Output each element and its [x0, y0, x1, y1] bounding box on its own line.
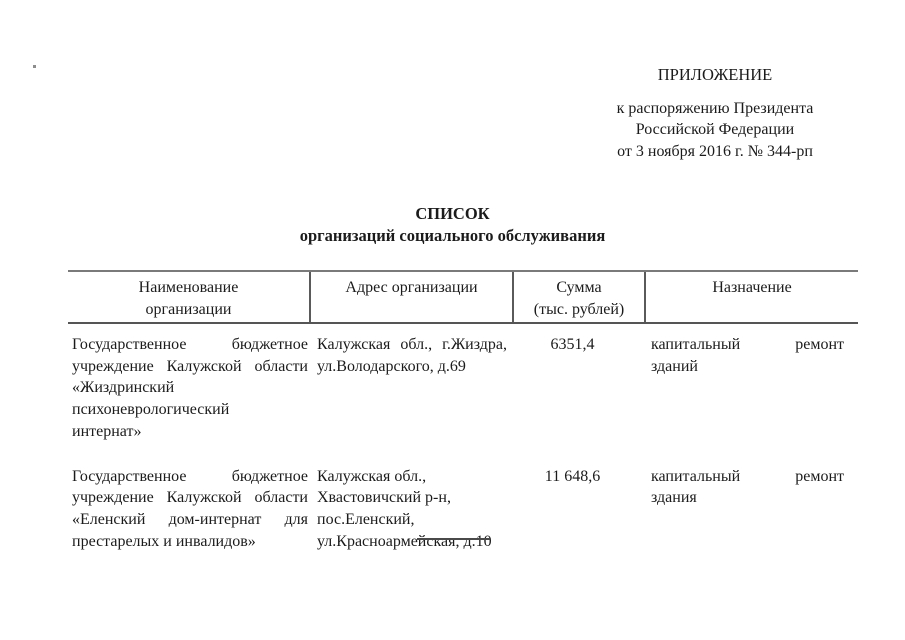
- title-line-1: СПИСОК: [415, 204, 490, 223]
- cell-sum-value: 11 648,6: [544, 467, 601, 485]
- column-header-purpose: Назначение: [644, 270, 858, 324]
- appendix-label: ПРИЛОЖЕНИЕ: [657, 65, 773, 84]
- footer-rule: [417, 538, 490, 540]
- document-title: СПИСОК организаций социального обслужива…: [0, 203, 905, 247]
- cell-organization-address: Калужская обл., г.Жиздра,ул.Володарского…: [317, 336, 507, 375]
- scan-artifact-dot: [33, 65, 36, 68]
- cell-sum-value: 6351,4: [550, 336, 595, 353]
- cell-organization-address: Калужская обл.,Хвастовичский р-н,пос.Еле…: [317, 467, 492, 550]
- column-header-address: Адрес организации: [309, 270, 513, 324]
- title-line-2: организаций социального обслуживания: [299, 226, 606, 245]
- column-header-sum: Сумма(тыс. рублей): [512, 270, 645, 324]
